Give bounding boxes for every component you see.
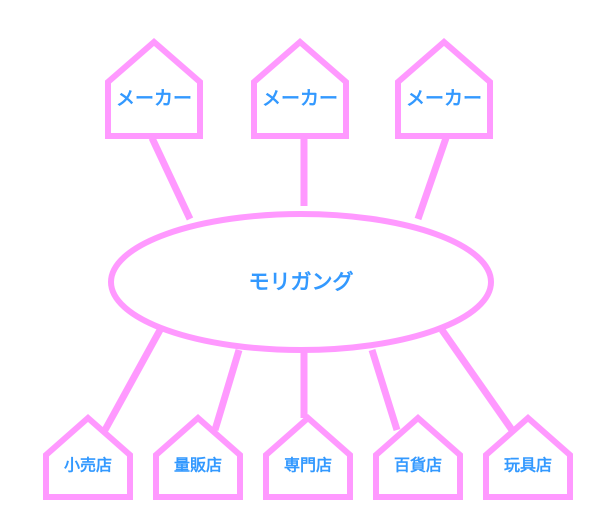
shop-house-shape	[373, 414, 463, 500]
maker-house-shape	[395, 38, 493, 139]
connector-shop-1	[101, 328, 164, 432]
shop-node-5: 玩具店	[483, 414, 573, 500]
center-node: モリガング	[108, 211, 494, 353]
shop-label: 量販店	[174, 456, 222, 475]
shop-house-shape	[43, 414, 133, 500]
maker-label: メーカー	[262, 88, 338, 110]
shop-label: 玩具店	[504, 456, 552, 475]
connector-shop-5	[439, 327, 515, 433]
maker-node-2: メーカー	[251, 38, 349, 139]
center-ellipse	[108, 211, 494, 353]
shop-house-shape	[153, 414, 243, 500]
maker-label: メーカー	[406, 88, 482, 110]
maker-house-shape	[105, 38, 203, 139]
maker-label: メーカー	[116, 88, 192, 110]
maker-node-1: メーカー	[105, 38, 203, 139]
shop-node-3: 専門店	[263, 414, 353, 500]
shop-house-shape	[263, 414, 353, 500]
shop-label: 百貨店	[394, 456, 442, 475]
shop-node-1: 小売店	[43, 414, 133, 500]
shop-house-shape	[483, 414, 573, 500]
shop-label: 専門店	[284, 456, 332, 475]
shop-label: 小売店	[64, 456, 112, 475]
connector-maker-3	[414, 136, 450, 221]
shop-node-4: 百貨店	[373, 414, 463, 500]
center-label: モリガング	[249, 270, 354, 294]
maker-node-3: メーカー	[395, 38, 493, 139]
connector-shop-2	[211, 348, 243, 432]
connector-shop-4	[368, 348, 401, 432]
shop-node-2: 量販店	[153, 414, 243, 500]
connector-maker-1	[148, 136, 194, 221]
maker-house-shape	[251, 38, 349, 139]
